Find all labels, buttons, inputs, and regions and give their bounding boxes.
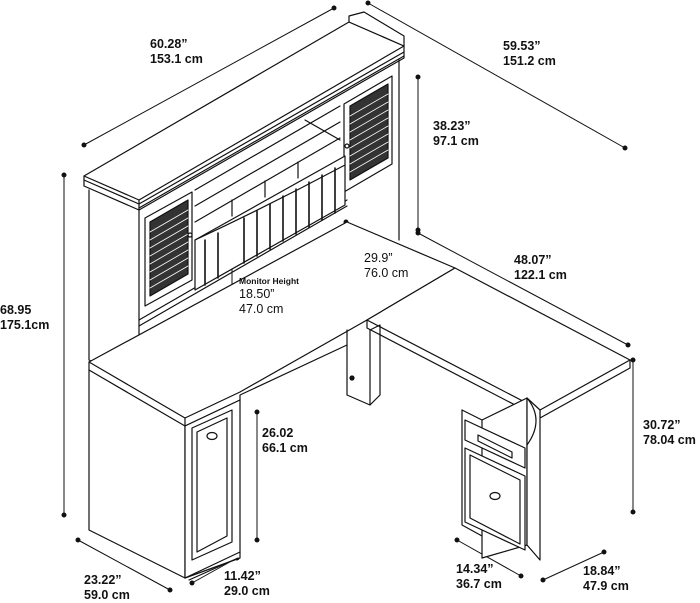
left-pedestal — [88, 369, 241, 581]
return-length-label: 48.07”122.1 cm — [514, 253, 567, 282]
hutch-cubbies — [194, 105, 341, 223]
file-depth-label: 14.34”36.7 cm — [456, 562, 502, 591]
hutch — [83, 11, 405, 386]
hutch-width-label: 60.28”153.1 cm — [150, 37, 203, 66]
return-depth-label: 59.53”151.2 cm — [503, 39, 556, 68]
hutch-slatted-back — [194, 155, 346, 291]
return-width-label: 18.84”47.9 cm — [583, 564, 629, 593]
pedestal-width-label: 11.42”29.0 cm — [224, 569, 270, 598]
monitor-height-label: Monitor Height 18.50”47.0 cm — [239, 276, 299, 316]
left-depth-label: 23.22”59.0 cm — [84, 573, 130, 602]
hutch-height-label: 38.23”97.1 cm — [433, 119, 479, 148]
hutch-right-door — [343, 75, 393, 193]
crown-molding — [83, 51, 405, 209]
inner-width-label: 29.9”76.0 cm — [364, 251, 409, 280]
desk-height-label: 30.72”78.04 cm — [643, 418, 696, 447]
file-pedestal — [461, 397, 541, 561]
hutch-left-door — [144, 191, 193, 307]
